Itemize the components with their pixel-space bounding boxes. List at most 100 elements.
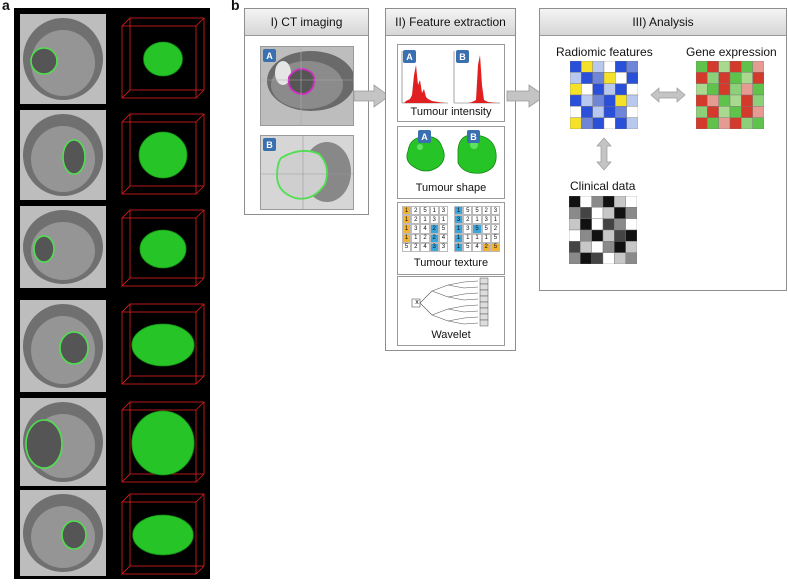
heatmap-cell [569, 229, 581, 242]
ct-badge-a: A [263, 49, 276, 62]
gene-expression-label: Gene expression [686, 45, 777, 59]
bounding-cube-back [129, 303, 205, 377]
texture-cell: 1 [472, 215, 482, 225]
cube-edge [121, 375, 131, 385]
heatmap-cell [614, 196, 626, 208]
bounding-cube-front [121, 217, 197, 287]
heatmap-cell [718, 61, 731, 73]
tumour-contour [61, 520, 87, 550]
heatmap-cell [696, 83, 708, 96]
texture-cell: 1 [490, 215, 500, 225]
heatmap-cell [718, 72, 731, 84]
texture-cell: 3 [454, 215, 464, 225]
cube-edge [195, 277, 205, 287]
texture-cell: 2 [411, 206, 421, 216]
heatmap-cell [707, 61, 719, 73]
tumour-render [132, 514, 194, 556]
texture-cell: 1 [472, 233, 482, 243]
heatmap-cell [741, 61, 753, 73]
texture-cell: 2 [481, 206, 491, 216]
heatmap-cell [570, 94, 582, 107]
texture-cell: 1 [454, 206, 464, 216]
wavelet-card: x Wavelet [397, 276, 505, 346]
intensity-histograms [401, 51, 500, 104]
cube-edge [195, 209, 205, 219]
feature-extraction-section: II) Feature extraction A B Tumour intens… [385, 8, 516, 351]
heatmap-cell [614, 241, 626, 253]
texture-cell: 3 [490, 206, 500, 216]
cube-edge [121, 473, 131, 483]
tumour-render [139, 229, 187, 269]
texture-cell: 1 [411, 233, 421, 243]
heatmap-cell [592, 94, 605, 107]
heatmap-cell [707, 94, 719, 107]
tumour-render [143, 41, 183, 77]
texture-cell: 1 [438, 215, 448, 225]
tumour-intensity-label: Tumour intensity [410, 106, 492, 118]
heatmap-cell [625, 241, 637, 253]
bounding-cube-back [129, 17, 205, 91]
bounding-cube-front [121, 409, 197, 483]
heatmap-cell [625, 196, 637, 208]
bounding-cube-front [121, 25, 197, 99]
cube-edge [121, 303, 131, 313]
ct-image-a: A [260, 46, 354, 126]
cube-edge [195, 401, 205, 411]
clinical-data-heatmap [569, 196, 637, 264]
cube-edge [195, 375, 205, 385]
heatmap-cell [592, 72, 605, 84]
texture-cell: 1 [454, 224, 464, 234]
texture-cell: 1 [463, 233, 473, 243]
heatmap-cell [707, 106, 719, 118]
heatmap-cell [696, 106, 708, 118]
heatmap-cell [581, 83, 593, 96]
texture-cell: 5 [490, 233, 500, 243]
texture-cell: 1 [402, 224, 412, 234]
texture-cell: 5 [463, 206, 473, 216]
heatmap-cell [615, 94, 627, 107]
heatmap-cell [569, 218, 581, 231]
heatmap-cell [602, 218, 615, 231]
heatmap-cell [626, 61, 638, 73]
texture-cell: 3 [438, 206, 448, 216]
heatmap-cell [602, 241, 615, 253]
tumour-render [131, 323, 195, 367]
heatmap-cell [614, 229, 626, 242]
cube-edge [195, 185, 205, 195]
heatmap-cell [592, 106, 605, 118]
bounding-cube-back [129, 493, 205, 567]
wavelet-input-symbol: x [415, 299, 419, 306]
feature-extraction-title: II) Feature extraction [386, 9, 515, 36]
heatmap-cell [581, 61, 593, 73]
heatmap-cell [696, 72, 708, 84]
heatmap-cell [569, 252, 581, 264]
heatmap-cell [741, 117, 753, 129]
ct-imaging-title: I) CT imaging [245, 9, 368, 36]
shape-renders [406, 134, 497, 174]
heatmap-cell [741, 83, 753, 96]
texture-cell: 5 [472, 224, 482, 234]
cube-edge [195, 113, 205, 123]
heatmap-cell [625, 229, 637, 242]
heatmap-cell [581, 72, 593, 84]
clinical-data-label: Clinical data [570, 179, 636, 193]
heatmap-cell [581, 106, 593, 118]
ct-slice-a [261, 47, 353, 125]
heatmap-cell [696, 94, 708, 107]
texture-cell: 3 [429, 242, 439, 252]
texture-cell: 1 [454, 233, 464, 243]
tumour-render [131, 410, 195, 476]
heatmap-cell [625, 218, 637, 231]
texture-cell: 1 [420, 215, 430, 225]
heatmap-cell [581, 117, 593, 129]
heatmap-cell [592, 61, 605, 73]
texture-cell: 2 [463, 215, 473, 225]
heatmap-cell [580, 229, 592, 242]
texture-cell: 2 [420, 233, 430, 243]
heatmap-cell [614, 252, 626, 264]
texture-cell: 1 [402, 233, 412, 243]
heatmap-cell [591, 196, 604, 208]
texture-cell: 2 [411, 215, 421, 225]
heatmap-cell [591, 252, 604, 264]
heatmap-cell [626, 83, 638, 96]
